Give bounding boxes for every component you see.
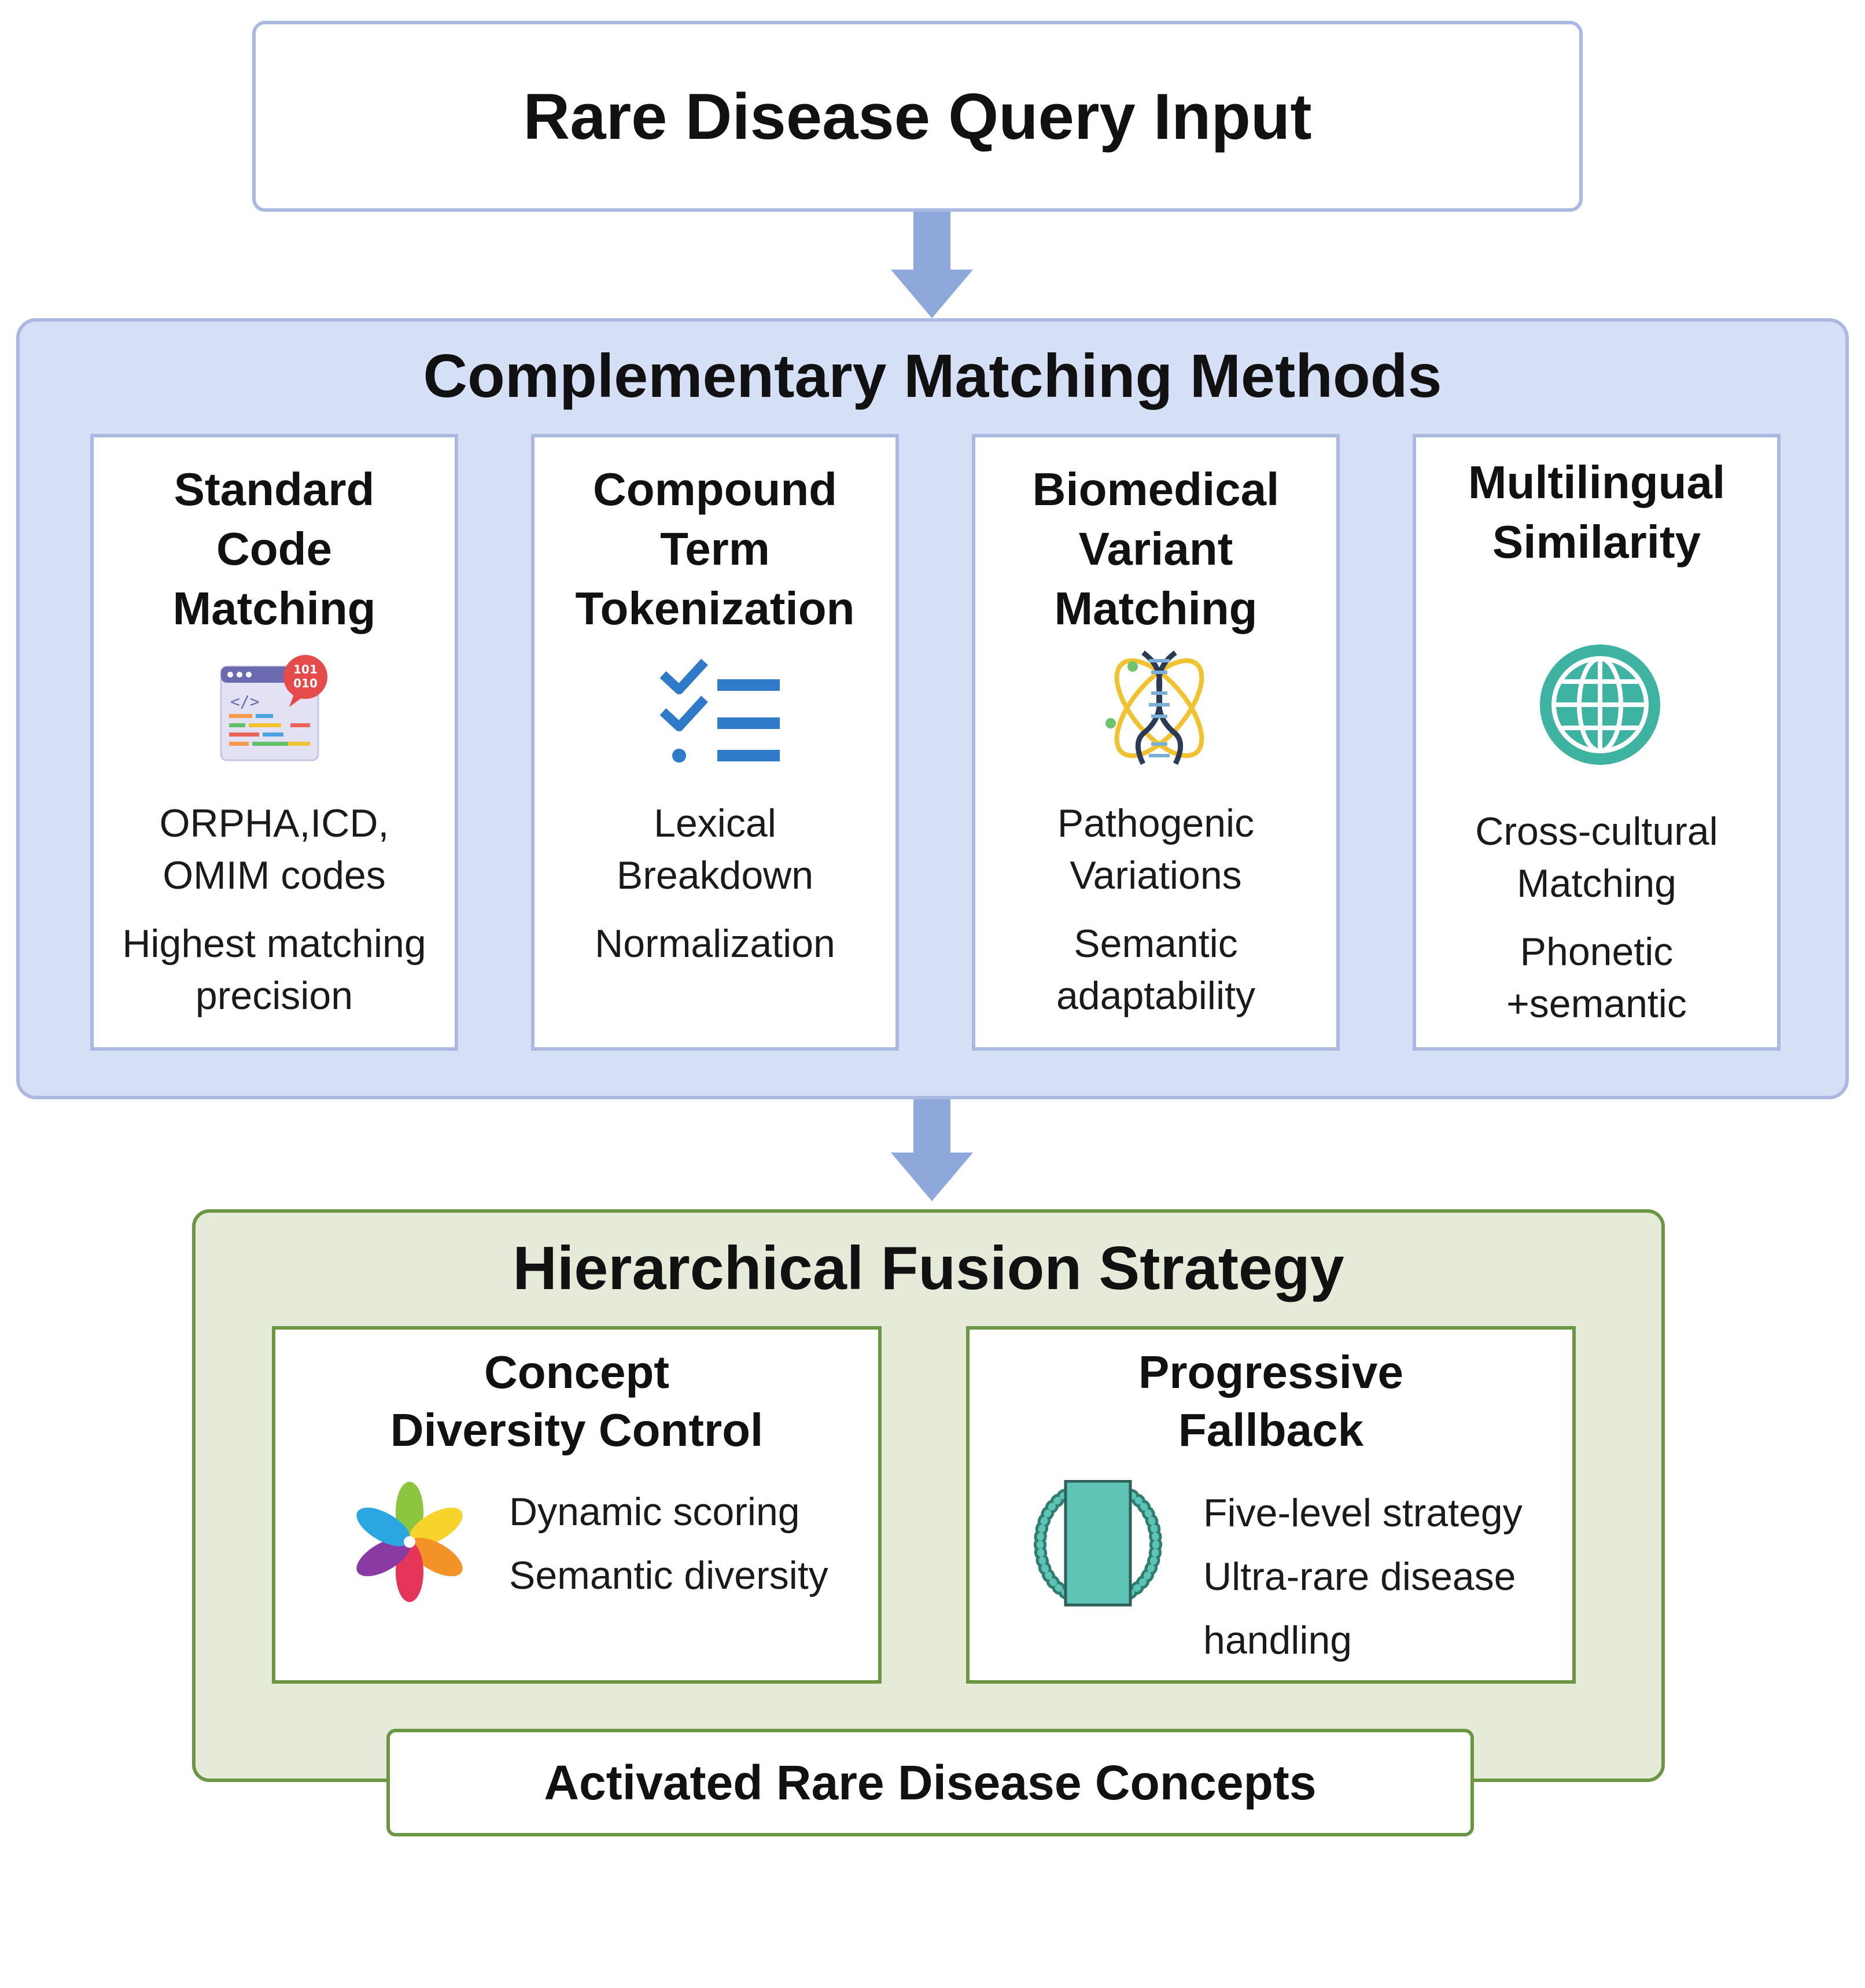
method-card-title: Biomedical Variant Matching — [1032, 463, 1280, 634]
method-card-desc-secondary: Highest matching precision — [122, 922, 426, 1018]
method-card-multilingual: Multilingual Similarity Cross-cultural M… — [1413, 434, 1781, 1051]
fusion-card-desc: Five-level strategy Ultra-rare disease h… — [1203, 1491, 1523, 1662]
method-card-desc-primary: Cross-cultural Matching — [1475, 809, 1718, 905]
globe-icon — [1535, 640, 1665, 770]
method-card-title: Standard Code Matching — [172, 463, 376, 634]
checklist-icon — [657, 657, 784, 767]
method-card-desc-secondary: Phonetic +semantic — [1506, 930, 1687, 1026]
bracelet-icon — [1033, 1480, 1163, 1607]
fusion-strategy-panel: Hierarchical Fusion Strategy Concept Div… — [192, 1209, 1665, 1782]
fusion-strategy-title: Hierarchical Fusion Strategy — [513, 1234, 1344, 1302]
down-arrow-icon — [891, 212, 973, 318]
method-card-title: Compound Term Tokenization — [575, 463, 855, 634]
fusion-card-concept-diversity: Concept Diversity Control Dynamic scorin… — [272, 1326, 882, 1684]
method-card-desc-secondary: Semantic adaptability — [1056, 922, 1256, 1018]
svg-text:010: 010 — [293, 676, 318, 690]
method-card-desc-primary: Lexical Breakdown — [616, 801, 814, 897]
method-card-desc-primary: ORPHA,ICD, OMIM codes — [159, 801, 389, 897]
fusion-card-title: Progressive Fallback — [1138, 1346, 1404, 1456]
code-window-icon: </> 101 010 — [215, 654, 331, 770]
method-card-title: Multilingual Similarity — [1468, 456, 1726, 568]
matching-methods-panel: Complementary Matching Methods Standard … — [16, 318, 1849, 1099]
method-card-desc-secondary: Normalization — [595, 922, 835, 966]
svg-text:101: 101 — [293, 662, 318, 676]
fusion-card-desc: Dynamic scoring Semantic diversity — [509, 1490, 828, 1597]
flower-icon — [356, 1481, 463, 1603]
fusion-card-progressive-fallback: Progressive Fallback Five-level strategy… — [966, 1326, 1576, 1684]
matching-methods-title: Complementary Matching Methods — [423, 342, 1442, 410]
method-card-standard-code: Standard Code Matching </> 101 010 — [90, 434, 458, 1051]
activated-concepts-box: Activated Rare Disease Concepts — [386, 1729, 1474, 1836]
svg-text:</>: </> — [230, 692, 260, 711]
method-card-biomedical-variant: Biomedical Variant Matching Path — [972, 434, 1340, 1051]
activated-concepts-title: Activated Rare Disease Concepts — [544, 1755, 1317, 1810]
method-card-compound-term: Compound Term Tokenization Lexical Break… — [531, 434, 899, 1051]
method-card-desc-primary: Pathogenic Variations — [1057, 801, 1255, 897]
query-input-box: Rare Disease Query Input — [252, 21, 1583, 212]
query-input-title: Rare Disease Query Input — [523, 80, 1312, 153]
dna-icon — [1098, 647, 1221, 770]
down-arrow-icon — [891, 1099, 973, 1201]
fusion-card-title: Concept Diversity Control — [390, 1346, 764, 1456]
